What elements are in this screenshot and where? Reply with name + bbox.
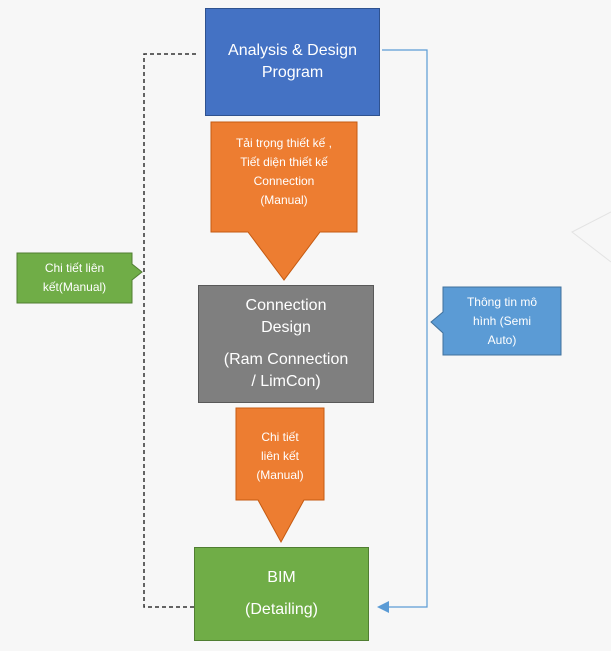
- connection-line-1: Connection: [245, 297, 327, 314]
- bim-line-2: (Detailing): [245, 601, 318, 618]
- callout-right-line-1: Thông tin mô: [466, 294, 538, 309]
- callout-left-line-2: kết(Manual): [42, 280, 107, 294]
- connection-design-box: Connection Design (Ram Connection / LimC…: [198, 285, 374, 403]
- callout-left-line-1: Chi tiết liên: [44, 261, 105, 275]
- flow2-line-1: Chi tiết: [261, 430, 299, 444]
- callout-right-line-3: Auto): [487, 332, 517, 347]
- flow2-line-3: (Manual): [256, 468, 304, 482]
- flow-label-connection-to-bim: Chi tiết liên kết (Manual): [236, 410, 324, 500]
- connection-line-3: (Ram Connection: [223, 351, 349, 368]
- flow-arrow-connection-to-bim: [235, 407, 325, 544]
- bim-line-1: BIM: [267, 569, 296, 586]
- callout-right-shape: [430, 286, 562, 356]
- dashed-connector-left: [143, 53, 196, 608]
- flow1-line-1: Tải trọng thiết kế ,: [235, 136, 333, 150]
- flow1-line-3: Connection: [253, 174, 315, 188]
- flow1-line-4: (Manual): [260, 193, 308, 207]
- model-info-arrowhead: [377, 601, 389, 613]
- callout-right-line-2: hình (Semi: [472, 313, 532, 328]
- analysis-design-program-box: Analysis & Design Program: [205, 8, 380, 116]
- connection-line-4: / LimCon): [251, 373, 321, 390]
- callout-left-shape: [16, 252, 143, 304]
- callout-connection-detail: Chi tiết liên kết(Manual): [17, 253, 132, 303]
- connection-line-2: Design: [261, 319, 311, 336]
- flow-label-design-to-connection: Tải trọng thiết kế , Tiết diện thiết kế …: [211, 124, 357, 232]
- flow1-line-2: Tiết diện thiết kế: [240, 155, 328, 169]
- bim-detailing-box: BIM (Detailing): [194, 547, 369, 641]
- flow-arrow-design-to-connection: [210, 121, 358, 281]
- flow2-line-2: liên kết: [260, 449, 300, 463]
- decorative-shape: [571, 211, 611, 263]
- analysis-line-2: Program: [261, 64, 324, 81]
- model-info-connector: [382, 49, 428, 608]
- analysis-line-1: Analysis & Design: [228, 42, 357, 59]
- callout-model-info: Thông tin mô hình (Semi Auto): [443, 287, 561, 355]
